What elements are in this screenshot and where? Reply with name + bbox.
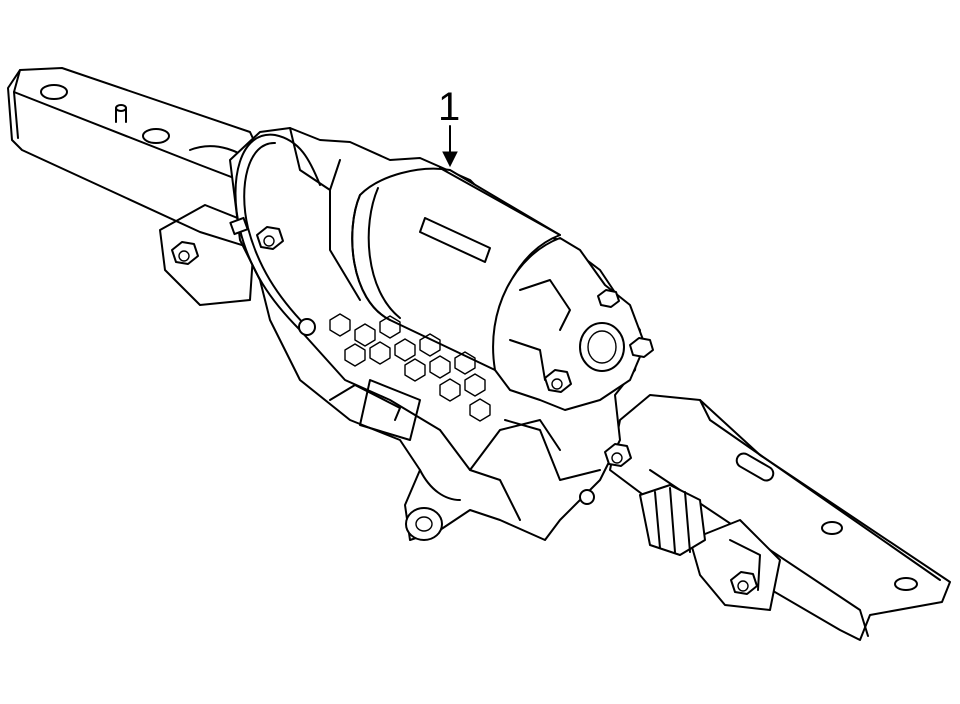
wire-harness bbox=[229, 133, 321, 331]
callout-arrowhead bbox=[442, 151, 458, 168]
axle-joint bbox=[639, 484, 706, 556]
end-cover bbox=[492, 237, 646, 411]
bolt-icon bbox=[298, 318, 316, 336]
callout-label: 1 bbox=[438, 85, 460, 129]
bolt-icon bbox=[604, 443, 632, 467]
bolt-icon bbox=[544, 369, 572, 393]
callout-1: 1 bbox=[438, 85, 460, 168]
bolt-icon bbox=[171, 241, 199, 265]
bolt-icon bbox=[579, 489, 595, 505]
bolt-icon bbox=[730, 571, 758, 595]
crossmember-left bbox=[7, 67, 301, 306]
bolt-icon bbox=[256, 226, 284, 250]
motor-cylinder bbox=[351, 167, 561, 371]
bolt-icon bbox=[629, 337, 654, 358]
honeycomb-pattern bbox=[329, 313, 491, 422]
bolt-icon bbox=[597, 289, 620, 308]
bolts bbox=[171, 226, 758, 595]
crossmember-right bbox=[609, 394, 951, 641]
